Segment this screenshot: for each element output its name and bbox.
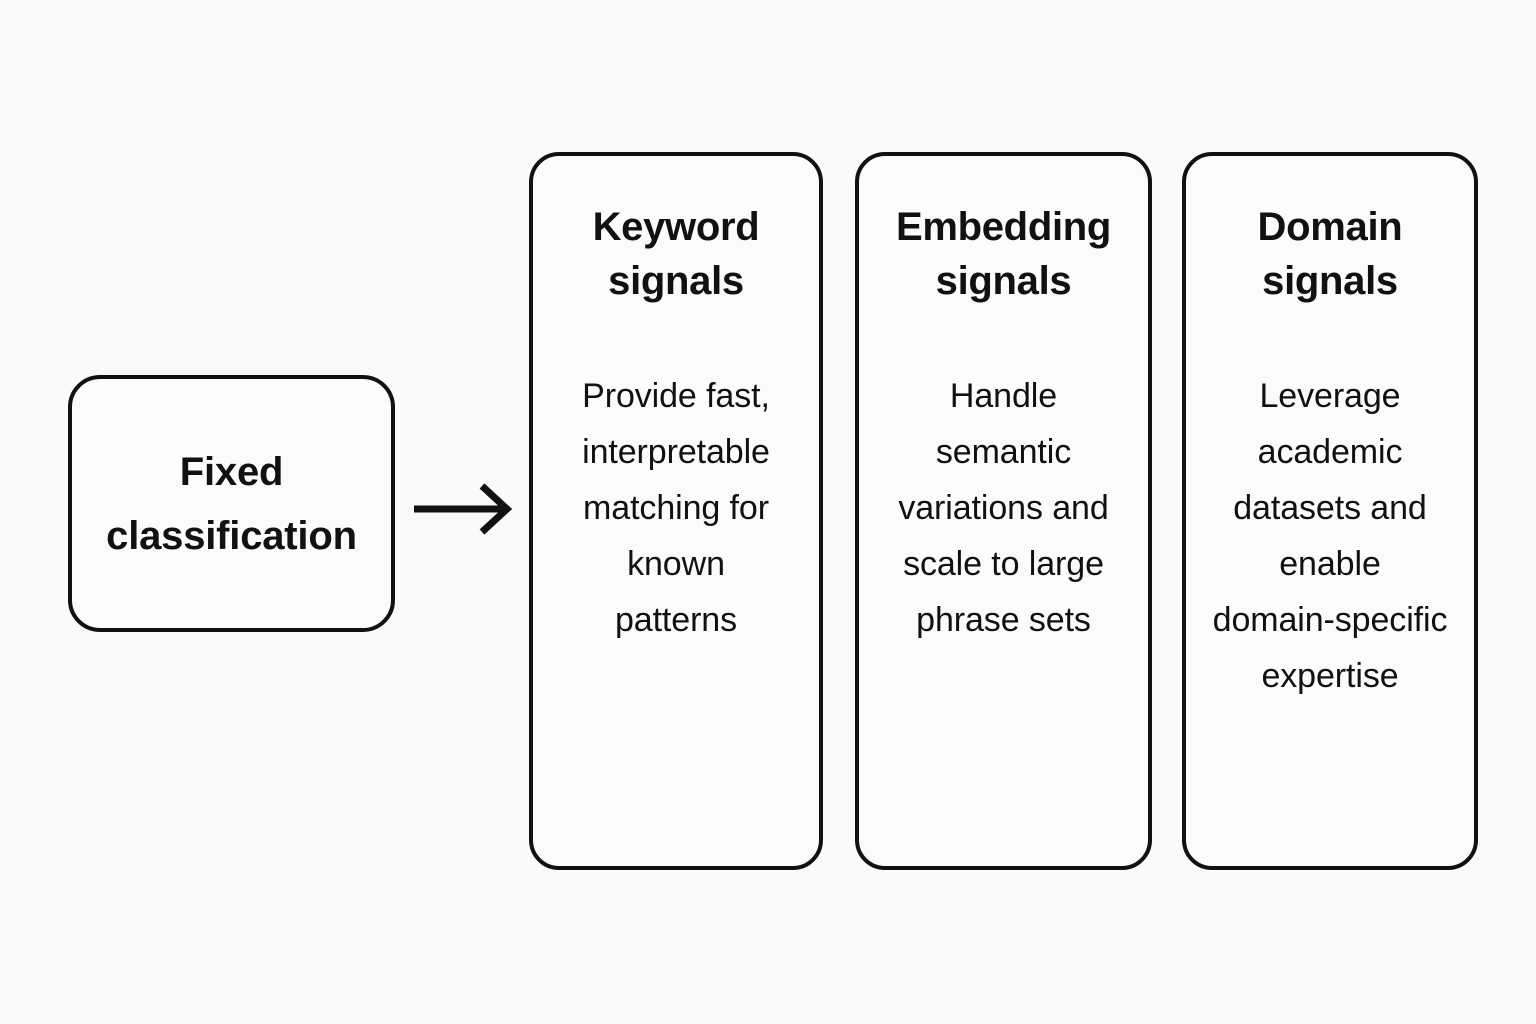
signal-card-body: Provide fast, interpretable matching for… bbox=[582, 377, 770, 639]
signal-card-title: Embedding signals bbox=[895, 205, 1112, 303]
arrow-right-icon bbox=[410, 480, 514, 538]
signal-card-title: Domain signals bbox=[1257, 205, 1403, 303]
signal-card-title: Keyword signals bbox=[592, 205, 760, 303]
signal-card-body: Handle semantic variations and scale to … bbox=[898, 377, 1109, 639]
signal-card-embedding[interactable]: Embedding signals Handle semantic variat… bbox=[855, 152, 1152, 870]
source-node-label: Fixed classification bbox=[106, 449, 357, 558]
source-node-fixed-classification[interactable]: Fixed classification bbox=[68, 375, 395, 632]
signal-card-keyword[interactable]: Keyword signals Provide fast, interpreta… bbox=[529, 152, 823, 870]
signal-card-domain[interactable]: Domain signals Leverage academic dataset… bbox=[1182, 152, 1478, 870]
signal-card-body: Leverage academic datasets and enable do… bbox=[1212, 377, 1448, 695]
